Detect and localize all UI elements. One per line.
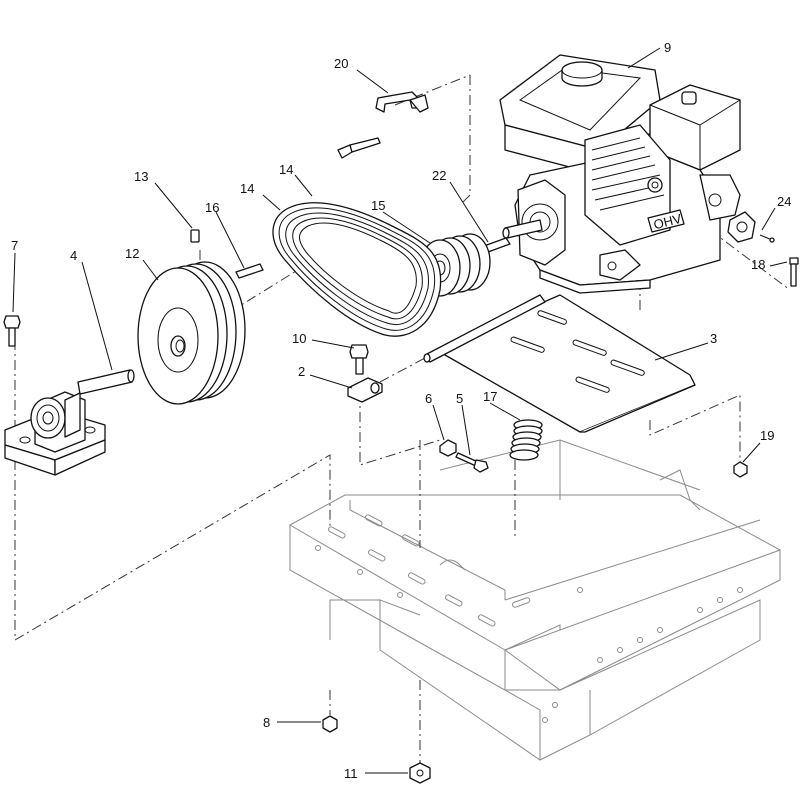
part-17-spring [509, 419, 543, 461]
part-5-bolt [455, 452, 489, 473]
part-8-nut [322, 715, 338, 733]
callout-20: 20 [334, 56, 348, 71]
callout-17: 17 [483, 389, 497, 404]
callout-4: 4 [70, 248, 77, 263]
part-7-bolt [3, 315, 21, 347]
callout-10: 10 [292, 331, 306, 346]
callout-14-left: 14 [240, 181, 254, 196]
callout-11: 11 [344, 766, 358, 781]
part-16-key [235, 263, 264, 279]
frame-slots [328, 514, 531, 627]
callout-5: 5 [456, 391, 463, 406]
callout-9: 9 [664, 40, 671, 55]
part-14-belts [272, 202, 442, 337]
callout-16: 16 [205, 200, 219, 215]
part-24-cap [727, 211, 775, 243]
callout-22: 22 [432, 168, 446, 183]
part-12-large-pulley [137, 261, 246, 405]
part-18-bolt [789, 257, 799, 287]
part-13-screw [190, 229, 200, 243]
svg-text:OHV: OHV [652, 211, 683, 232]
part-4-shaft [77, 369, 135, 395]
part-10-bolt [349, 344, 369, 375]
frame-holes [315, 545, 743, 723]
callout-14-right: 14 [279, 162, 293, 177]
callout-19: 19 [760, 428, 774, 443]
callout-24: 24 [777, 194, 791, 209]
callout-2: 2 [298, 364, 305, 379]
callout-7: 7 [11, 238, 18, 253]
part-6-nut [439, 439, 457, 457]
part-3-plate [423, 294, 696, 433]
center-lines [14, 74, 791, 765]
pillow-block-bearing [4, 391, 106, 476]
part-11-nut [409, 762, 431, 784]
leader-lines [12, 47, 788, 774]
part-20-bracket [375, 91, 429, 113]
engine: OHV [499, 54, 741, 294]
callout-15: 15 [371, 198, 385, 213]
callout-8: 8 [263, 715, 270, 730]
callout-12: 12 [125, 246, 139, 261]
callout-13: 13 [134, 169, 148, 184]
callout-labels: 9 20 13 14 14 22 16 15 24 7 12 18 4 3 10… [11, 40, 791, 781]
frame [289, 439, 781, 761]
callout-3: 3 [710, 331, 717, 346]
bolt-20 [337, 137, 381, 159]
part-2-clamp [347, 377, 383, 403]
callout-18: 18 [751, 257, 765, 272]
callout-6: 6 [425, 391, 432, 406]
part-19-nut [733, 461, 748, 478]
